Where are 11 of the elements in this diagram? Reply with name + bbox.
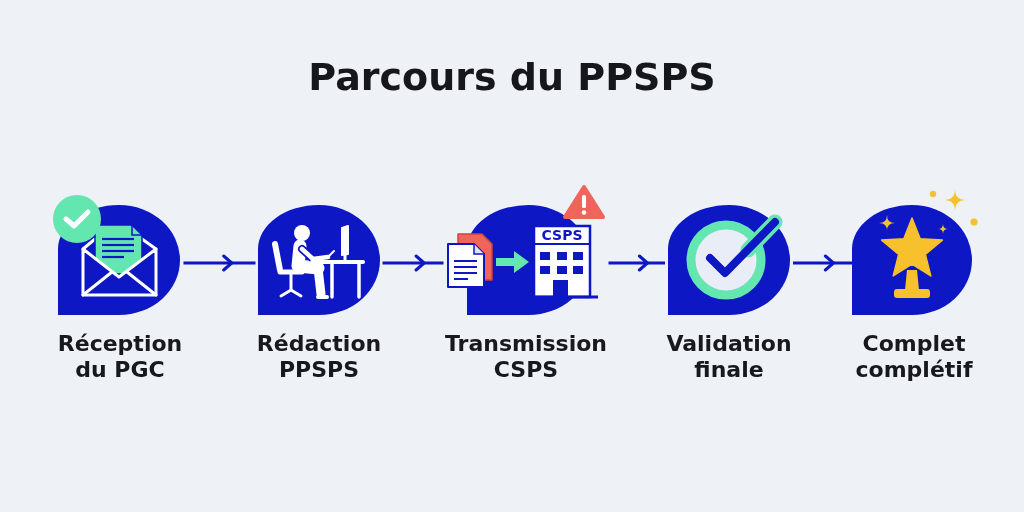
arrow bbox=[382, 254, 444, 272]
sign-label: CSPS bbox=[541, 227, 583, 243]
title: Parcours du PPSPS bbox=[308, 54, 716, 100]
step-label: Transmission CSPS bbox=[444, 331, 608, 383]
step-label: Réception du PGC bbox=[56, 331, 184, 383]
step-label: Complet complétif bbox=[854, 331, 974, 383]
arrow bbox=[183, 254, 256, 272]
arrow bbox=[793, 254, 852, 272]
step-label: Rédaction PPSPS bbox=[255, 331, 383, 383]
arrow bbox=[608, 254, 665, 272]
step-label: Validation finale bbox=[665, 331, 793, 383]
